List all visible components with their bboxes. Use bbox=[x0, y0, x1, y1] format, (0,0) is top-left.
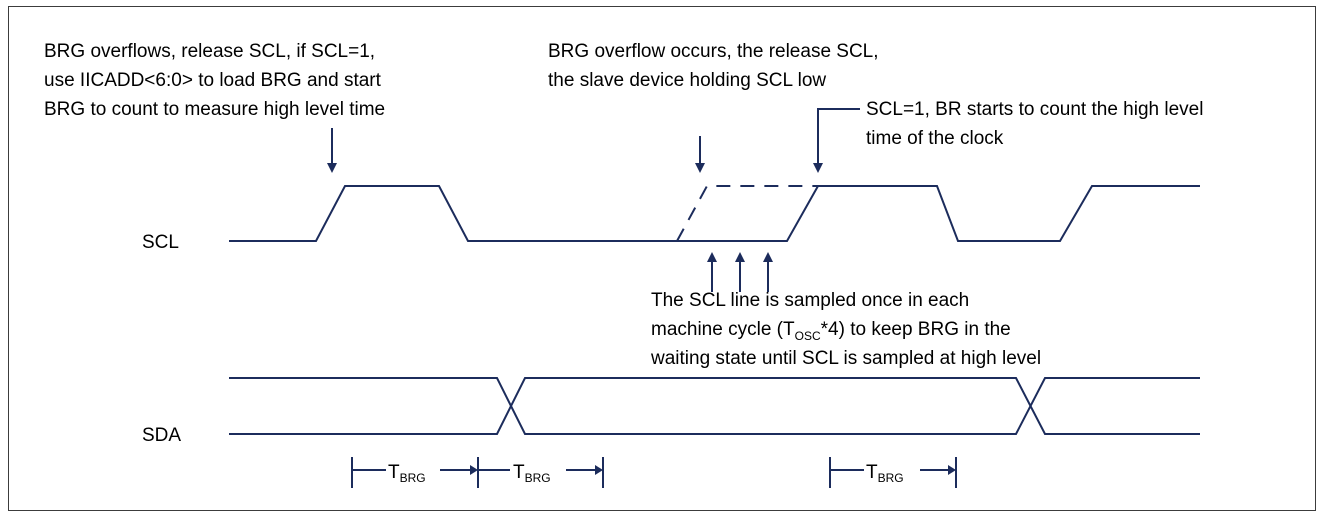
sda-waveform-high bbox=[229, 377, 1200, 435]
annotation-line: time of the clock bbox=[866, 128, 1004, 149]
annotation-line: machine cycle (TOSC*4) to keep BRG in th… bbox=[651, 319, 1011, 343]
annotation-line: BRG overflows, release SCL, if SCL=1, bbox=[44, 41, 375, 62]
arrow-scl-high-count bbox=[813, 108, 860, 173]
sda-label: SDA bbox=[142, 425, 181, 446]
arrow-sample-2 bbox=[735, 252, 745, 292]
annotation-brg-overflow-release: BRG overflows, release SCL, if SCL=1, us… bbox=[44, 41, 385, 120]
scl-label: SCL bbox=[142, 232, 179, 253]
arrow-sample-3 bbox=[763, 252, 773, 292]
scl-waveform bbox=[229, 185, 677, 242]
annotation-scl-sampling: The SCL line is sampled once in each mac… bbox=[650, 290, 1041, 369]
tbrg-label: TBRG bbox=[866, 462, 904, 485]
annotation-line: The SCL line is sampled once in each bbox=[651, 290, 969, 311]
diagram-frame bbox=[8, 6, 1316, 511]
sda-waveform-low bbox=[229, 377, 1200, 435]
annotation-line: BRG overflow occurs, the release SCL, bbox=[548, 41, 879, 62]
annotation-line: waiting state until SCL is sampled at hi… bbox=[650, 348, 1041, 369]
tbrg-dimension-1: TBRG bbox=[351, 457, 479, 488]
annotation-scl-high-count: SCL=1, BR starts to count the high level… bbox=[866, 99, 1203, 149]
scl-dashed-release bbox=[676, 185, 818, 242]
arrow-sample-1 bbox=[707, 252, 717, 292]
annotation-brg-overflow-slave: BRG overflow occurs, the release SCL, th… bbox=[548, 41, 879, 91]
tbrg-label: TBRG bbox=[513, 462, 551, 485]
arrow-brg-overflow-slave bbox=[695, 136, 705, 173]
tbrg-dimension-2: TBRG bbox=[478, 457, 604, 488]
tbrg-label: TBRG bbox=[388, 462, 426, 485]
annotation-line: the slave device holding SCL low bbox=[548, 70, 826, 91]
annotation-line: SCL=1, BR starts to count the high level bbox=[866, 99, 1203, 120]
annotation-line: use IICADD<6:0> to load BRG and start bbox=[44, 70, 382, 91]
annotation-line: BRG to count to measure high level time bbox=[44, 99, 385, 120]
arrow-brg-overflow-release bbox=[327, 128, 337, 173]
scl-waveform-held-low bbox=[677, 185, 1200, 242]
tbrg-dimension-3: TBRG bbox=[829, 457, 957, 488]
